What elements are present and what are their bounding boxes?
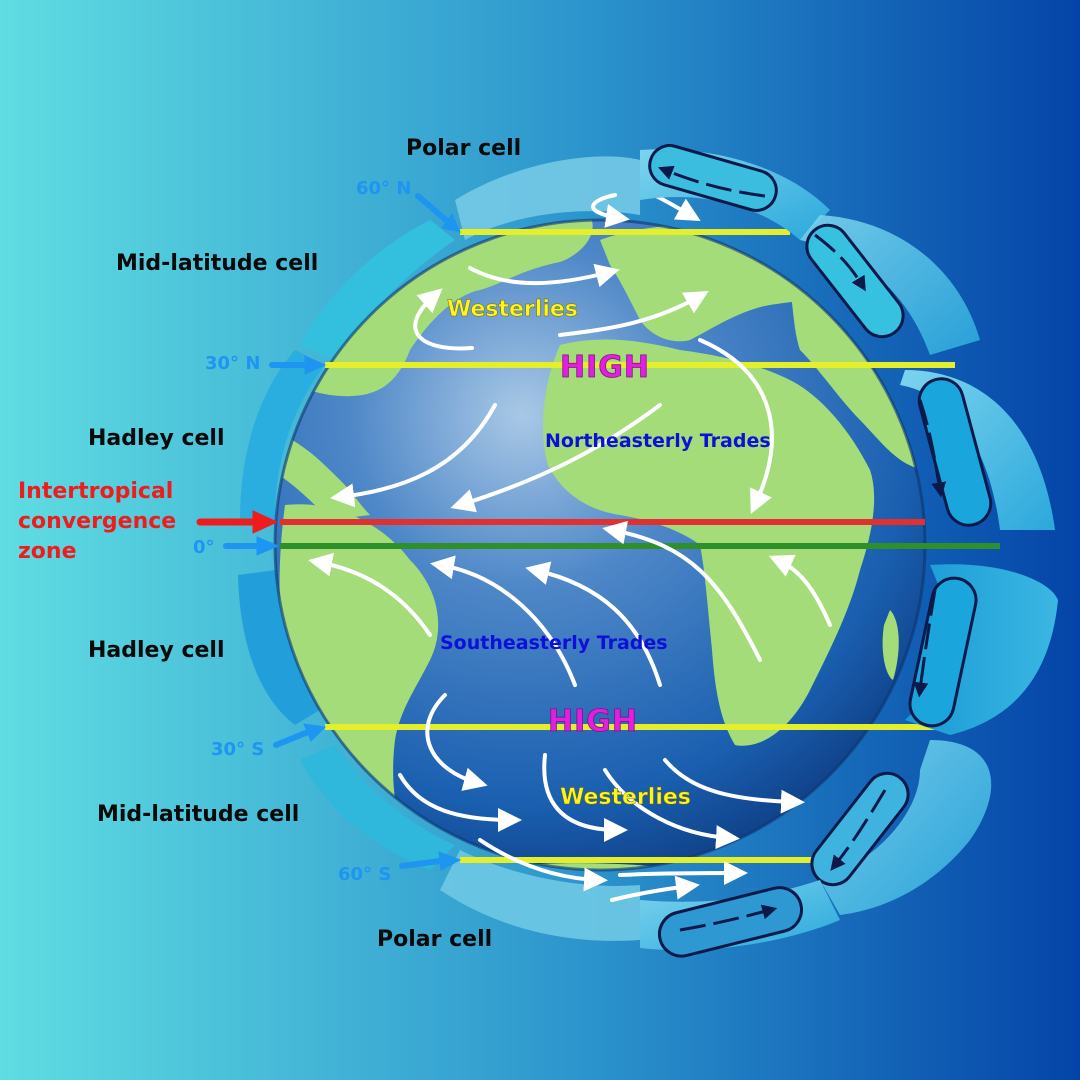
wind-arrow xyxy=(413,288,474,351)
polar-cell-north-flow xyxy=(658,165,766,198)
polar-cell-south-flow xyxy=(679,904,778,932)
hadley-cell-north-flow xyxy=(918,399,947,498)
land-madagascar xyxy=(882,610,899,680)
pointer-60s xyxy=(399,851,462,871)
land-south-america xyxy=(279,504,439,850)
wind-arrow xyxy=(525,561,662,687)
band-midlat-south-left xyxy=(300,745,455,870)
hadley-cell-south-flow xyxy=(913,589,937,698)
wind-arrow xyxy=(330,403,497,508)
polar-cell-south-right xyxy=(640,880,840,958)
left-cell-bands xyxy=(238,156,640,941)
midlat-cell-south-band xyxy=(820,740,992,915)
wind-arrow xyxy=(558,290,709,337)
westerlies-south-label: Westerlies xyxy=(560,785,691,811)
pointer-60n xyxy=(415,193,461,233)
hadley-cell-north-label: Hadley cell xyxy=(88,426,225,451)
midlat-cell-south-flow xyxy=(830,789,887,871)
hadley-cell-south-label: Hadley cell xyxy=(88,638,225,663)
wind-arrow xyxy=(425,693,488,791)
wind-arrow xyxy=(468,263,620,288)
midlat-cell-north-flow xyxy=(814,233,866,292)
wind-arrow xyxy=(618,861,748,886)
pointer-equator xyxy=(223,536,280,556)
midlat-cell-north-label: Mid-latitude cell xyxy=(116,251,319,276)
midlat-cell-south-label: Mid-latitude cell xyxy=(97,802,300,827)
wind-arrow xyxy=(663,758,805,814)
wind-arrow xyxy=(603,768,740,850)
wind-arrow xyxy=(450,403,662,513)
right-circulation-cells xyxy=(640,144,1058,958)
wind-arrow xyxy=(478,838,608,892)
wind-arrow xyxy=(602,520,762,662)
latitude-pointers xyxy=(196,193,462,871)
wind-arrow xyxy=(591,193,630,228)
latitude-30n-label: 30° N xyxy=(205,353,261,374)
southeasterly-trades-label: Southeasterly Trades xyxy=(440,632,668,654)
latitude-60n-label: 60° N xyxy=(356,178,412,199)
pointer-30s xyxy=(273,723,327,748)
band-midlat-north-left xyxy=(300,220,455,360)
hadley-cell-south-right xyxy=(905,564,1058,735)
high-pressure-south-label: HIGH xyxy=(548,704,639,740)
band-polar-north-left xyxy=(455,156,640,240)
wind-arrow xyxy=(698,338,774,515)
polar-cell-north-label: Polar cell xyxy=(406,136,522,161)
hadley-cell-north-band xyxy=(900,370,1055,530)
wind-arrow xyxy=(308,552,432,637)
latitude-30s-label: 30° S xyxy=(211,739,265,760)
latitude-60s-label: 60° S xyxy=(338,864,392,885)
latitude-equator-label: 0° xyxy=(193,537,215,558)
pointer-30n xyxy=(269,355,327,375)
northeasterly-trades-label: Northeasterly Trades xyxy=(545,430,771,452)
polar-cell-north-right xyxy=(640,144,830,240)
wind-arrow xyxy=(610,875,700,902)
wind-arrow xyxy=(398,773,522,832)
high-pressure-north-label: HIGH xyxy=(560,350,651,386)
polar-cell-south-label: Polar cell xyxy=(377,927,493,952)
midlat-cell-north-right xyxy=(800,215,980,355)
wind-arrow xyxy=(542,753,628,842)
pointer-itcz xyxy=(196,510,279,534)
band-polar-south-left xyxy=(440,850,640,941)
wind-arrow xyxy=(768,554,832,627)
land-africa xyxy=(543,339,875,746)
wind-arrow xyxy=(430,555,577,687)
hadley-cell-north-right xyxy=(900,370,1055,530)
band-hadley-south-left xyxy=(238,570,328,725)
wind-arrows xyxy=(308,190,832,902)
westerlies-north-label: Westerlies xyxy=(447,297,578,323)
itcz-label: Intertropical convergence zone xyxy=(18,479,177,564)
band-hadley-north-left xyxy=(240,350,325,520)
